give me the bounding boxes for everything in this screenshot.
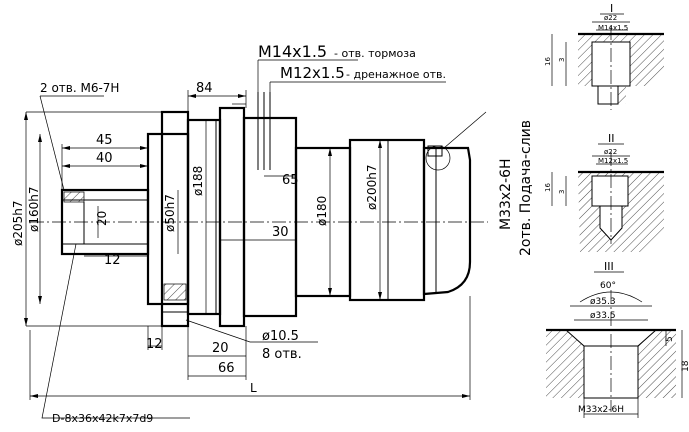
label-dim-65: 65 — [282, 173, 299, 188]
label-side-thread: M33x2-6H — [498, 158, 514, 230]
detail-3-dim-b: 18 — [681, 360, 689, 372]
detail-2-dim-b: 3 — [558, 190, 566, 194]
brake-holes — [232, 92, 271, 170]
detail-1-dia: ø22 — [604, 14, 617, 22]
detail-2-dia: ø22 — [604, 148, 617, 156]
detail-3-title: III — [604, 260, 614, 273]
label-dia-160: ø160h7 — [27, 187, 41, 233]
detail-2: II ø22 M12x1.5 16 3 — [544, 132, 664, 252]
detail-1-dim-b: 3 — [558, 58, 566, 62]
label-dim-84: 84 — [196, 81, 213, 96]
label-dia-180: ø180 — [315, 196, 329, 226]
label-dim-12-a: 12 — [104, 253, 121, 268]
label-dia-205: ø205h7 — [11, 201, 25, 247]
detail-3-dia-a: ø35.3 — [590, 297, 616, 307]
label-dim-30: 30 — [272, 225, 289, 240]
main-view: 2 отв. М6-7Н M14x1.5 - отв. тормоза M12x… — [11, 42, 534, 425]
label-dia-188: ø188 — [191, 166, 205, 196]
detail-3-angle: 60° — [600, 281, 616, 291]
body-right — [422, 145, 472, 296]
label-spline: D-8x36x42k7x7d9 — [52, 412, 153, 425]
detail-2-title: II — [608, 132, 615, 145]
body-middle — [186, 106, 426, 328]
detail-1-title: I — [610, 2, 613, 15]
label-dim-12-b: 12 — [146, 337, 163, 352]
dimension-arrows — [24, 94, 470, 398]
label-holes-8: 8 отв. — [262, 347, 302, 362]
label-m14-note: - отв. тормоза — [334, 47, 416, 60]
detail-3-thread: M33x2-6Н — [578, 405, 624, 415]
detail-3-dia-b: ø33.5 — [590, 311, 616, 321]
main-labels: 2 отв. М6-7Н M14x1.5 - отв. тормоза M12x… — [11, 42, 534, 425]
label-m12-note: - дренажное отв. — [346, 68, 446, 81]
label-dia-10-5: ø10.5 — [262, 329, 299, 344]
shaft-stub — [60, 188, 150, 256]
detail-2-dim-a: 16 — [544, 183, 552, 192]
detail-2-thread: M12x1.5 — [598, 157, 628, 165]
label-m12: M12x1.5 — [280, 64, 345, 82]
dimension-lines — [25, 59, 487, 419]
label-holes-m6: 2 отв. М6-7Н — [40, 81, 119, 95]
label-dia-200: ø200h7 — [365, 165, 379, 211]
label-dim-45: 45 — [96, 133, 113, 148]
label-dim-L: L — [250, 381, 257, 395]
detail-1-dim-a: 16 — [544, 57, 552, 66]
label-side-note: 2отв. Подача-слив — [518, 120, 534, 256]
detail-3: III 60° ø35.3 ø33.5 5 18 M33x2-6Н — [546, 260, 689, 418]
label-dia-50: ø50h7 — [163, 194, 177, 232]
detail-1-thread: M14x1.5 — [598, 24, 628, 32]
label-dim-66: 66 — [218, 361, 235, 376]
detail-3-dim-a: 5 — [665, 336, 675, 342]
label-m14: M14x1.5 — [258, 42, 327, 61]
detail-1: I ø22 M14x1.5 16 3 — [544, 2, 664, 110]
label-dim-40: 40 — [96, 151, 113, 166]
label-dim-20-b: 20 — [212, 341, 229, 356]
label-dim-20-small: 20 — [95, 211, 109, 226]
